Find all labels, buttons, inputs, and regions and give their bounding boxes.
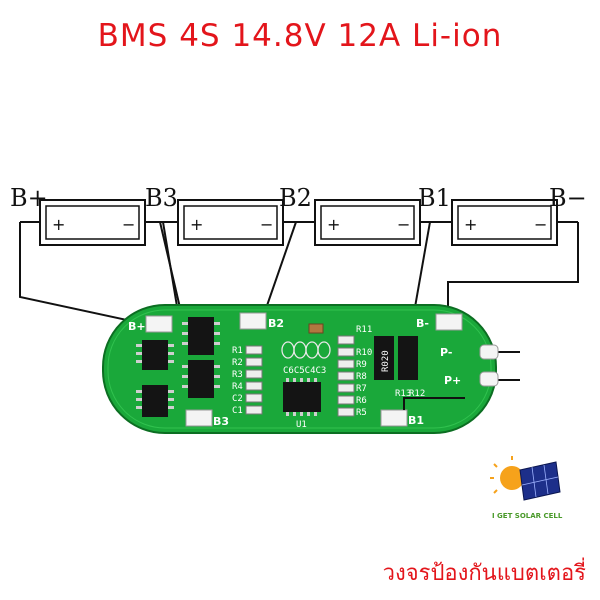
cell-plus-sign: +	[464, 215, 477, 234]
silk-r11: R11	[356, 325, 372, 335]
sun-icon	[500, 466, 524, 490]
pad-b-plus	[145, 315, 173, 333]
chip-pins	[136, 322, 220, 409]
pad-b3	[185, 409, 213, 427]
footer-caption: วงจรป้องกันแบตเตอรี่	[382, 561, 586, 586]
cell-minus-sign: −	[534, 215, 547, 234]
page-title: BMS 4S 14.8V 12A Li-ion	[97, 18, 503, 54]
battery-cell-3: + −	[314, 199, 421, 246]
pad-p-minus	[479, 344, 499, 360]
silk-r4: R4	[232, 382, 243, 392]
silk-r2: R2	[232, 358, 243, 368]
silk-r020: R020	[381, 350, 391, 372]
bms-pcb-board: R1 R2 R3 R4 C2 C1 C6C5C4C3 U1	[102, 304, 499, 434]
ic-u1	[283, 382, 321, 412]
silk-b2: B2	[268, 317, 284, 330]
silk-r8: R8	[356, 372, 367, 382]
battery-cell-2: + −	[177, 199, 284, 246]
cell-minus-sign: −	[122, 215, 135, 234]
battery-cell-4: + −	[451, 199, 558, 246]
pad-b1	[380, 409, 408, 427]
silk-p-plus: P+	[444, 374, 461, 387]
solar-panel-icon	[519, 461, 561, 501]
cell-minus-sign: −	[397, 215, 410, 234]
pad-b2	[239, 312, 267, 330]
resistor-column-left: R1 R2 R3 R4 C2 C1	[232, 345, 263, 416]
cell-plus-sign: +	[52, 215, 65, 234]
board-trace	[403, 397, 465, 410]
silk-u1: U1	[296, 420, 307, 430]
pad-b-minus	[435, 313, 463, 331]
silk-r6: R6	[356, 396, 367, 406]
ic-pins	[286, 378, 317, 416]
logo-text: I GET SOLAR CELL	[492, 512, 563, 520]
silk-r3: R3	[232, 370, 243, 380]
solar-cell-logo: I GET SOLAR CELL	[490, 456, 563, 520]
silk-r12: R12	[409, 389, 425, 399]
label-b-plus: B+	[10, 184, 48, 212]
capacitor-group	[281, 341, 331, 359]
cell-plus-sign: +	[327, 215, 340, 234]
silk-c1: C1	[232, 406, 243, 416]
battery-cell-1: + −	[39, 199, 146, 246]
pad-p-plus	[479, 371, 499, 387]
silk-r5: R5	[356, 408, 367, 418]
cell-plus-sign: +	[190, 215, 203, 234]
shunt-resistor-r020	[374, 336, 394, 380]
label-b2: B2	[279, 184, 312, 212]
silk-p-minus: P-	[440, 346, 452, 359]
silk-b-minus: B-	[416, 317, 429, 330]
silk-b3: B3	[213, 415, 229, 428]
silk-r13: R13	[395, 389, 411, 399]
smd-capacitor	[308, 323, 324, 334]
silk-caps: C6C5C4C3	[283, 366, 326, 376]
silk-c2: C2	[232, 394, 243, 404]
label-b1: B1	[418, 184, 451, 212]
shunt-resistor-r12	[398, 336, 418, 380]
silk-r9: R9	[356, 360, 367, 370]
silk-r7: R7	[356, 384, 367, 394]
silk-b1: B1	[408, 414, 424, 427]
label-b-minus: B−	[549, 184, 587, 212]
resistor-column-right: R11 R10 R9 R8 R7 R6 R5	[337, 325, 372, 418]
silk-r1: R1	[232, 346, 243, 356]
silk-r10: R10	[356, 348, 372, 358]
silk-b-plus: B+	[128, 320, 146, 333]
mosfet-chips	[142, 317, 214, 417]
label-b3: B3	[145, 184, 178, 212]
cell-minus-sign: −	[260, 215, 273, 234]
